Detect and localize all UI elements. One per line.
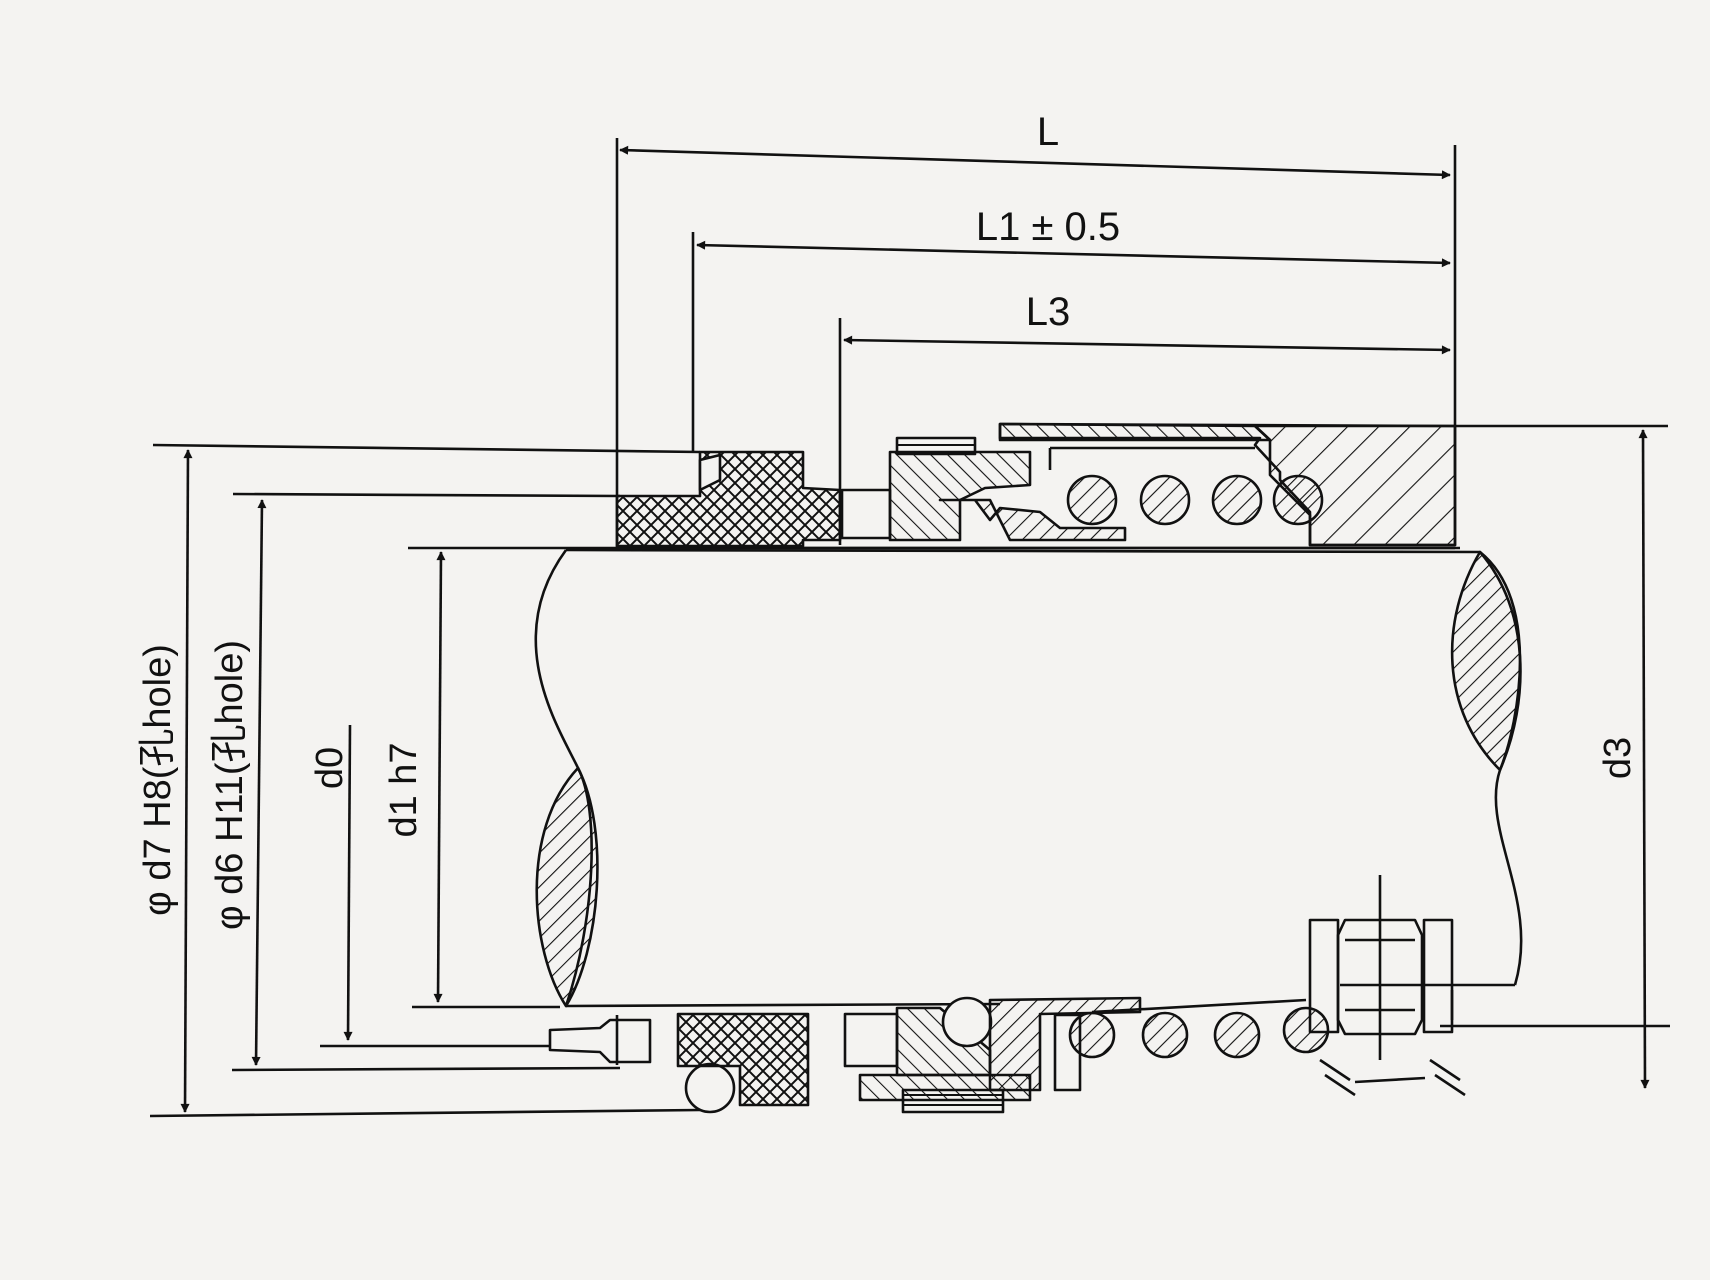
spring-coil-lower-2 [1141,1011,1189,1059]
spring-coil-lower-1 [1068,1011,1116,1059]
spring-retainer-upper [1253,424,1457,547]
label-L1: L1 ± 0.5 [976,205,1120,249]
spring-coil-lower-4 [1282,1006,1330,1054]
stationary-seat-upper [615,450,842,548]
rotating-ring-upper [888,450,1032,542]
label-L: L [1037,110,1059,154]
dimension-d3 [1440,424,1670,1089]
dimension-L [615,138,1457,548]
spring-coil-upper-3 [1211,474,1263,526]
label-d3: d3 [1597,737,1639,779]
dimension-d0 [320,724,650,1048]
dimension-d7 [149,443,701,1118]
dimension-L1 [691,232,1451,452]
labels: L L1 ± 0.5 L3 φ d7 H8(孔hole) φ d6 H11(孔h… [137,110,1639,930]
spring-coil-lower-3 [1213,1011,1261,1059]
spring-coil-upper-2 [1139,474,1191,526]
stationary-seat-lower [676,1012,810,1107]
break-section-right [1450,550,1522,772]
label-d6: φ d6 H11(孔hole) [209,640,251,930]
break-section-left [535,766,599,1008]
dimension-d6 [231,492,621,1072]
shaft [534,548,1523,1008]
upper-seal-assembly [615,422,1457,550]
seal-face-upper [840,488,892,540]
drive-collar-right [1422,918,1454,1034]
set-screw [1336,918,1424,1036]
label-d0: d0 [309,747,351,789]
o-ring-lower-2 [941,996,993,1048]
label-d1: d1 h7 [383,742,425,837]
spring-coil-upper-1 [1066,474,1118,526]
label-d7: φ d7 H8(孔hole) [137,644,179,916]
o-ring-lower-1 [684,1062,736,1114]
seal-face-lower [843,1012,899,1068]
lower-seal-assembly [548,875,1466,1114]
label-L3: L3 [1026,290,1071,334]
spring-coil-upper-4 [1272,474,1324,526]
anti-rotation-pin [548,1018,652,1064]
